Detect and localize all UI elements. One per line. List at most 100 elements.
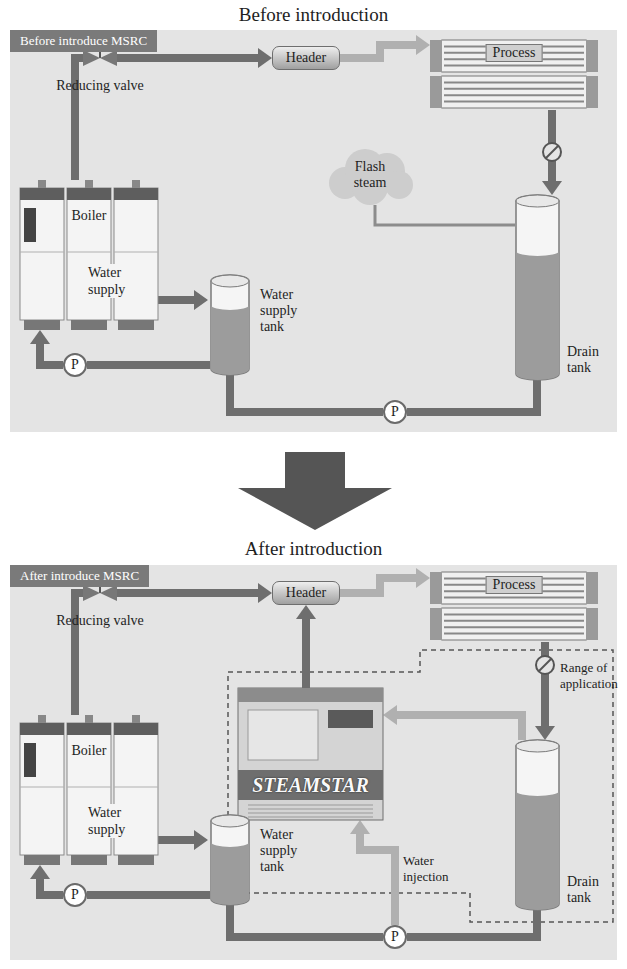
pump-circle <box>64 354 86 376</box>
pipe-connector <box>40 879 63 895</box>
tank-top <box>516 740 559 752</box>
edge-label: Water injection <box>403 853 461 885</box>
tube <box>444 88 584 90</box>
boiler-base <box>118 320 154 330</box>
logo-band <box>238 770 383 800</box>
boiler-stack <box>38 180 46 188</box>
tank-shell <box>211 275 249 375</box>
valve-body <box>100 50 117 66</box>
steam-recompressor: STEAMSTAR <box>238 688 383 820</box>
process-exchanger-label: Process <box>486 576 543 594</box>
pipe-connector <box>75 593 83 715</box>
panel: Before introduce MSRC Reducing valve Heade… <box>10 30 617 432</box>
pump: P <box>383 925 407 949</box>
tube-bundle <box>438 572 590 604</box>
boiler-drawing <box>20 180 158 330</box>
tank-shell <box>211 815 249 905</box>
tank-top <box>211 275 249 287</box>
panel-label: After introduce MSRC <box>10 565 149 587</box>
pump-circle <box>64 884 86 906</box>
boiler-drawing <box>20 715 158 865</box>
tank-shell <box>516 740 559 910</box>
valve-stem <box>99 48 101 58</box>
end-cap <box>430 572 442 604</box>
control-panel <box>24 743 36 777</box>
reducing-valve-label: Reducing valve <box>56 78 143 94</box>
pipe-connector <box>541 642 549 726</box>
boiler-unit: Boiler <box>20 180 158 330</box>
tube-bundle <box>438 40 590 72</box>
check-valve <box>543 143 561 161</box>
pump-label: P <box>391 404 399 420</box>
end-cap <box>586 608 598 640</box>
range-label: Range of application <box>560 660 620 692</box>
drain-tank: Drain tank <box>515 740 560 910</box>
drain-tank-label: Drain tank <box>567 344 613 376</box>
boiler-stack <box>85 180 93 188</box>
valve-body <box>83 50 100 66</box>
cabinet-seam <box>67 787 111 788</box>
boiler-top <box>20 723 64 735</box>
machine-vent <box>248 809 373 810</box>
pump-label: P <box>391 929 399 945</box>
flash-steam-cloud-label: Flash steam <box>342 159 398 191</box>
boiler-top <box>67 723 111 735</box>
inflow-label: Water supply <box>88 264 136 298</box>
pipe-connector <box>75 58 83 180</box>
machine-vent <box>248 813 373 814</box>
valve-body <box>83 585 100 601</box>
panel-label: Before introduce MSRC <box>10 30 157 52</box>
transition-arrow <box>238 452 392 530</box>
check-valve <box>539 659 551 671</box>
valve-actuator <box>90 575 110 583</box>
end-cap <box>430 40 442 72</box>
tank-drawing <box>515 740 560 910</box>
inflow-label: Water supply <box>88 804 136 838</box>
pipe-connector <box>230 375 383 412</box>
pump-label: P <box>71 887 79 903</box>
tube <box>444 613 584 615</box>
machine-drawing <box>238 688 383 820</box>
boiler-stack <box>132 715 140 723</box>
pump-circle <box>384 926 406 948</box>
water-supply-tank: Water supply tank <box>210 815 250 905</box>
tank-top <box>516 195 559 207</box>
boiler-unit-label: Boiler <box>69 208 110 224</box>
drain-tank-label: Drain tank <box>567 874 613 906</box>
boiler-cabinet <box>67 188 111 320</box>
cabinet-seam <box>114 787 158 788</box>
pipe-connector <box>302 619 310 688</box>
panel: After introduce MSRCReducing valveHeader… <box>10 565 617 960</box>
panel-title: Before introduction <box>0 4 627 26</box>
machine-top <box>238 688 383 702</box>
tank-top <box>211 815 249 827</box>
pump: P <box>63 883 87 907</box>
pipe-connector <box>360 834 395 925</box>
boiler-cabinet <box>114 188 158 320</box>
boiler-top <box>114 188 158 200</box>
pipe-connector <box>407 910 537 937</box>
machine-door <box>248 710 318 760</box>
tube <box>444 81 584 83</box>
tank-water <box>516 791 559 910</box>
boiler-cabinet <box>20 188 64 320</box>
process-exchanger: Process <box>430 570 598 642</box>
machine-display <box>328 710 373 728</box>
panel-ground <box>10 565 617 960</box>
boiler-top <box>67 188 111 200</box>
pipe-connector <box>87 891 210 899</box>
machine-body <box>238 688 383 820</box>
pump-label: P <box>71 357 79 373</box>
panel-ground <box>10 30 617 432</box>
boiler-stack <box>132 180 140 188</box>
boiler-base <box>118 855 154 865</box>
tube <box>444 101 584 103</box>
pipe-connector <box>375 205 515 225</box>
tube <box>444 626 584 628</box>
pump: P <box>383 400 407 424</box>
pipe-connector <box>397 715 522 740</box>
water-supply-tank: Water supply tank <box>210 275 250 375</box>
end-cap <box>586 572 598 604</box>
tank-water <box>211 842 249 905</box>
header-box: Header <box>272 46 340 70</box>
